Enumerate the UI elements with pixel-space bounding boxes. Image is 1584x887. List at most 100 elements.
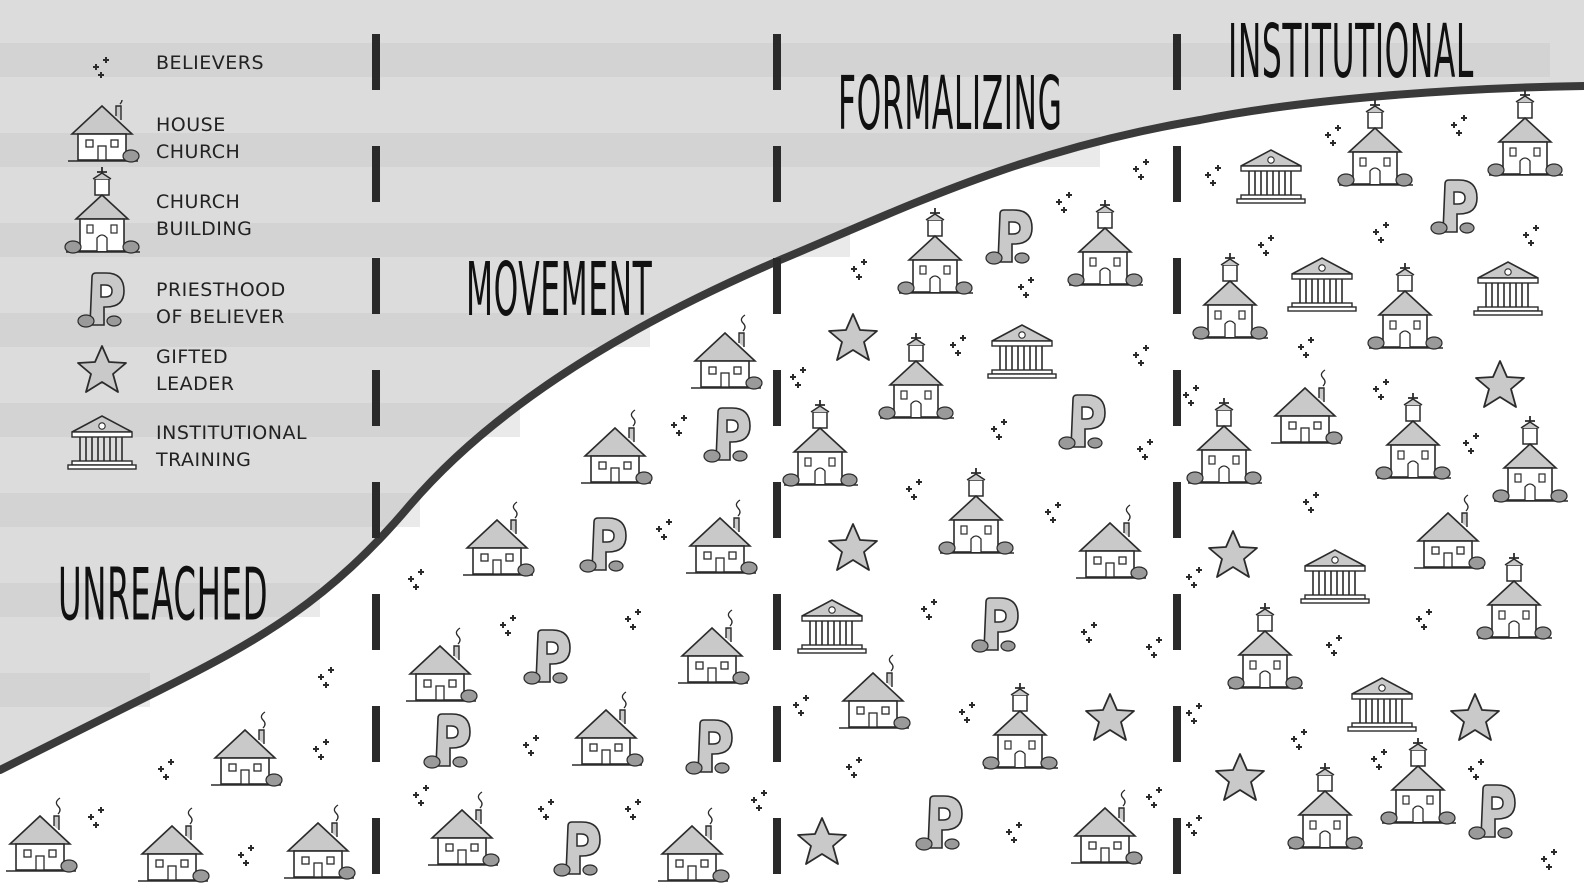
house-icon <box>284 805 355 879</box>
stage-label-movement: MOVEMENT <box>466 246 652 333</box>
priesthood-icon <box>60 265 144 341</box>
believers-icon <box>846 757 862 778</box>
legend-label-priesthood: PRIESTHOOD OF BELIEVER <box>156 277 356 331</box>
star-icon <box>829 314 877 360</box>
believers-icon <box>790 367 806 388</box>
church-icon <box>1493 416 1568 502</box>
stage-label-institutional: INSTITUTIONAL <box>1228 8 1474 95</box>
believers-icon <box>88 807 104 828</box>
temple-icon <box>1237 150 1305 203</box>
house-icon <box>138 808 209 882</box>
believers-icon <box>656 519 672 540</box>
believers-icon <box>58 32 142 108</box>
institutional-training-icon <box>60 408 144 484</box>
believers-icon <box>1133 159 1149 180</box>
house-icon <box>463 502 534 576</box>
house-icon <box>581 410 652 484</box>
priest-icon <box>1431 180 1477 234</box>
believers-icon <box>313 739 329 760</box>
believers-icon <box>158 759 174 780</box>
legend-label-believers: BELIEVERS <box>156 50 356 77</box>
star-icon <box>1209 531 1257 577</box>
church-icon <box>879 333 954 419</box>
stage-label-unreached: UNREACHED <box>58 552 268 637</box>
believers-icon <box>751 790 767 811</box>
believers-icon <box>523 735 539 756</box>
church-icon <box>1338 100 1413 186</box>
church-icon <box>983 683 1058 769</box>
church-icon <box>1381 738 1456 824</box>
star-icon <box>1451 694 1499 740</box>
believers-icon <box>1523 225 1539 246</box>
house-icon <box>686 500 757 574</box>
house-icon <box>211 712 282 786</box>
believers-icon <box>500 615 516 636</box>
believers-icon <box>1056 192 1072 213</box>
house-icon <box>1071 790 1142 864</box>
believers-icon <box>1186 567 1202 588</box>
star-icon <box>1476 361 1524 407</box>
legend-label-institutional-training: INSTITUTIONAL TRAINING <box>156 420 356 474</box>
house-icon <box>1076 505 1147 579</box>
believers-icon <box>1451 115 1467 136</box>
priest-icon <box>554 822 600 876</box>
believers-icon <box>1146 637 1162 658</box>
temple-icon <box>1301 550 1369 603</box>
church-icon <box>1193 253 1268 339</box>
believers-icon <box>1468 759 1484 780</box>
priest-icon <box>972 598 1018 652</box>
star-icon <box>1216 754 1264 800</box>
believers-icon <box>1258 235 1274 256</box>
believers-icon <box>1325 125 1341 146</box>
legend-label-house-church: HOUSE CHURCH <box>156 112 356 166</box>
temple-icon <box>1474 262 1542 315</box>
believers-icon <box>1303 492 1319 513</box>
house-icon <box>406 628 477 702</box>
temple-icon <box>1348 678 1416 731</box>
believers-icon <box>921 599 937 620</box>
believers-icon <box>1463 433 1479 454</box>
house-icon <box>839 655 910 729</box>
believers-icon <box>1416 609 1432 630</box>
believers-icon <box>1081 622 1097 643</box>
church-icon <box>783 400 858 486</box>
house-icon <box>572 692 643 766</box>
legend-label-church-building: CHURCH BUILDING <box>156 189 356 243</box>
star-icon <box>798 818 846 864</box>
church-icon <box>1187 398 1262 484</box>
believers-icon <box>1541 849 1557 870</box>
church-icon <box>1488 90 1563 176</box>
house-icon <box>1271 370 1342 444</box>
believers-icon <box>625 799 641 820</box>
church-building-icon <box>60 167 144 257</box>
priest-icon <box>580 518 626 572</box>
believers-icon <box>1133 345 1149 366</box>
believers-icon <box>1205 165 1221 186</box>
believers-icon <box>1146 787 1162 808</box>
priest-icon <box>424 714 470 768</box>
believers-icon <box>1137 439 1153 460</box>
temple-icon <box>1288 258 1356 311</box>
priest-icon <box>704 408 750 462</box>
priest-icon <box>986 210 1032 264</box>
temple-icon <box>988 325 1056 378</box>
believers-icon <box>991 419 1007 440</box>
church-icon <box>1376 393 1451 479</box>
church-icon <box>939 468 1014 554</box>
priest-icon <box>1469 785 1515 839</box>
house-church-icon <box>60 100 144 176</box>
temple-icon <box>798 600 866 653</box>
believers-icon <box>1373 222 1389 243</box>
star-icon <box>829 524 877 570</box>
church-icon <box>1228 603 1303 689</box>
church-icon <box>898 208 973 294</box>
church-icon <box>1288 763 1363 849</box>
believers-icon <box>1186 815 1202 836</box>
believers-icon <box>413 785 429 806</box>
believers-icon <box>1186 703 1202 724</box>
house-icon <box>1414 495 1485 569</box>
believers-icon <box>625 609 641 630</box>
believers-icon <box>959 702 975 723</box>
believers-icon <box>950 335 966 356</box>
priest-icon <box>1059 395 1105 449</box>
